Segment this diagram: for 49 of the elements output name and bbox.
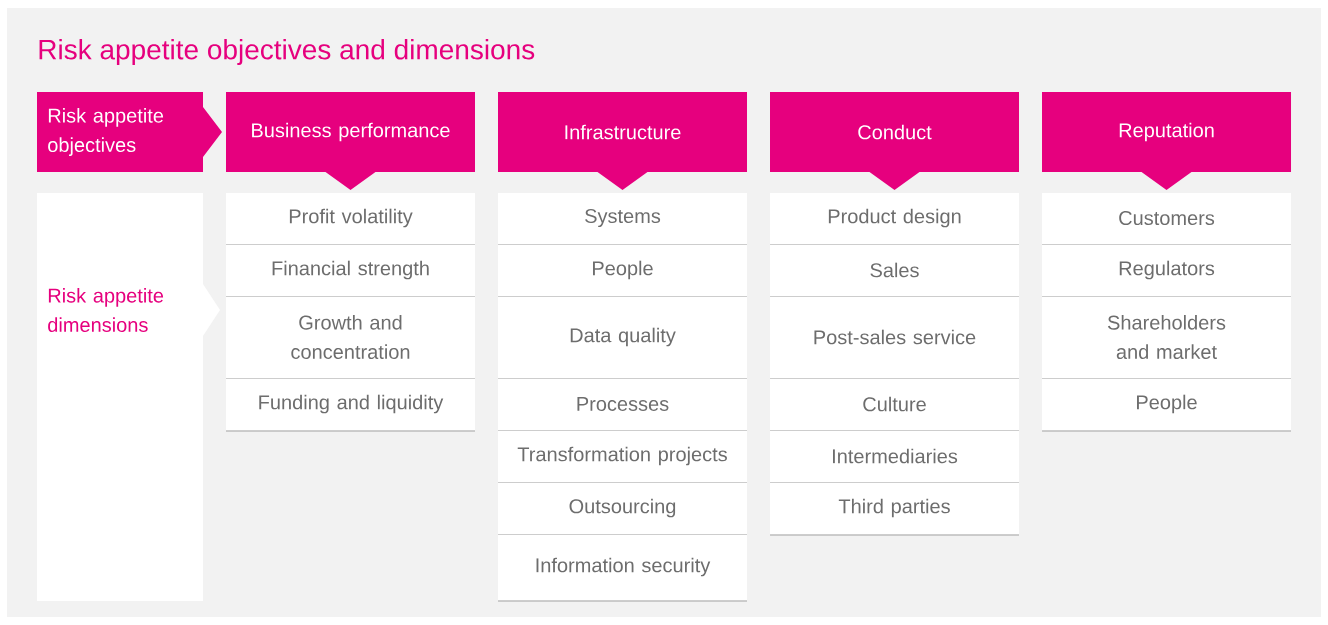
dimension-cell: Information security [497, 535, 748, 602]
dimension-cell: Post-sales service [769, 297, 1020, 380]
dimension-cell: Systems [497, 193, 748, 246]
node-label: Growth and concentration [291, 314, 410, 360]
category-header: Reputation [1042, 92, 1291, 190]
dimension-cell: Growth and concentration [225, 297, 476, 380]
dimension-cell: People [497, 245, 748, 298]
dimension-cell: Shareholders and market [1041, 297, 1292, 380]
node-label: Systems [585, 208, 661, 228]
node-label: Outsourcing [569, 498, 676, 518]
dimension-cell: Funding and liquidity [225, 379, 476, 432]
node-label: Sales [870, 262, 919, 278]
node-label: Transformation projects [517, 446, 727, 466]
objective-arrow-box: Risk appetite objectives [37, 92, 222, 172]
dimension-cell: Intermediaries [769, 431, 1020, 484]
node-label: Financial strength [272, 260, 429, 280]
node-label: People [593, 260, 653, 280]
node-label: Culture [863, 396, 926, 412]
dimension-cell: Sales [769, 245, 1020, 298]
dimension-cell: Outsourcing [497, 483, 748, 536]
node-label: Funding and liquidity [259, 394, 444, 414]
dimension-cell: Regulators [1041, 245, 1292, 298]
category-header: Business performance [226, 92, 475, 190]
node-label: Product design [828, 208, 961, 228]
dimension-cell: Processes [497, 379, 748, 432]
dimension-arrow-panel: Risk appetite dimensions [37, 193, 220, 601]
node-label: People [1137, 394, 1197, 414]
node-label: Information security [536, 557, 711, 577]
category-header: Conduct [770, 92, 1019, 190]
dimension-cell: People [1041, 379, 1292, 432]
node-label: Profit volatility [289, 208, 413, 228]
node-label: Processes [577, 397, 669, 411]
dimension-cell: Culture [769, 379, 1020, 432]
dimension-cell: Third parties [769, 483, 1020, 536]
node-label: Shareholders and market [1107, 314, 1226, 360]
dimension-cell: Product design [769, 193, 1020, 246]
dimension-cell: Transformation projects [497, 431, 748, 484]
node-label: Regulators [1119, 260, 1215, 280]
category-header: Infrastructure [498, 92, 747, 190]
node-label: Data quality [570, 327, 676, 347]
node-label: Intermediaries [833, 448, 958, 464]
node-label: Post-sales service [814, 329, 976, 345]
node-label: Customers [1119, 210, 1215, 226]
dimension-cell: Financial strength [225, 245, 476, 298]
dimension-cell: Profit volatility [225, 193, 476, 246]
title: Risk appetite objectives and dimensions [39, 38, 535, 66]
dimension-cell: Data quality [497, 297, 748, 380]
node-label: Third parties [838, 498, 950, 518]
dimension-cell: Customers [1041, 193, 1292, 246]
